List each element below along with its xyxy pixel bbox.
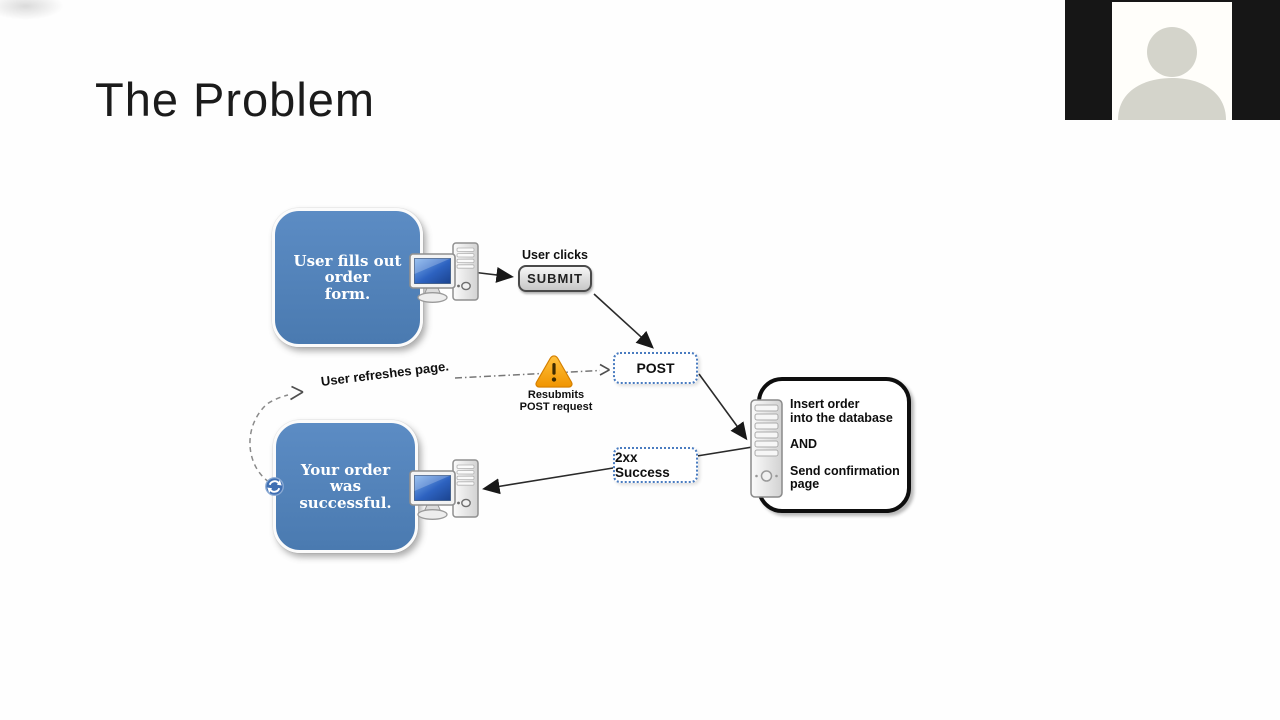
resubmit-label-line1: Resubmits (527, 389, 585, 401)
server-text-line3: Send confirmation (790, 463, 900, 478)
server-icon (750, 399, 783, 498)
avatar-icon (1118, 27, 1226, 120)
order-success-box: Your order was successful. (273, 420, 418, 553)
server-text-and: AND (790, 437, 818, 451)
page-title: The Problem (95, 73, 376, 126)
order-form-text-line1: User fills out order (293, 251, 402, 287)
order-form-box: User fills out order form. (272, 208, 423, 347)
computer-icon (409, 242, 479, 303)
order-form-text-line2: form. (324, 284, 371, 303)
success-label: 2xx Success (615, 450, 670, 480)
webcam-overlay (1065, 0, 1280, 120)
submit-button-label: SUBMIT (527, 271, 583, 286)
webcam-frame (1112, 2, 1232, 120)
post-label: POST (636, 360, 675, 376)
post-request-box: POST (613, 352, 698, 384)
submit-button: SUBMIT (518, 265, 592, 292)
warning-icon (535, 355, 573, 388)
server-text-line1: Insert order (790, 397, 860, 411)
refresh-page-label: User refreshes page. (320, 358, 450, 389)
resubmit-label-line2: POST request (519, 401, 593, 413)
server-text-line2: into the database (790, 410, 893, 425)
success-response-box: 2xx Success (613, 447, 698, 483)
user-clicks-label: User clicks (521, 248, 589, 262)
refresh-icon (265, 477, 284, 496)
order-success-line3: successful. (299, 493, 392, 512)
order-success-line2: was (329, 477, 362, 496)
computer-icon (409, 459, 479, 520)
resubmit-label: Resubmits POST request (496, 389, 616, 413)
server-text-line4: page (790, 477, 820, 491)
server-actions-text: Insert order into the database AND Send … (790, 397, 906, 492)
order-success-line1: Your order (300, 460, 391, 479)
video-artifact-smudge (0, 0, 64, 20)
